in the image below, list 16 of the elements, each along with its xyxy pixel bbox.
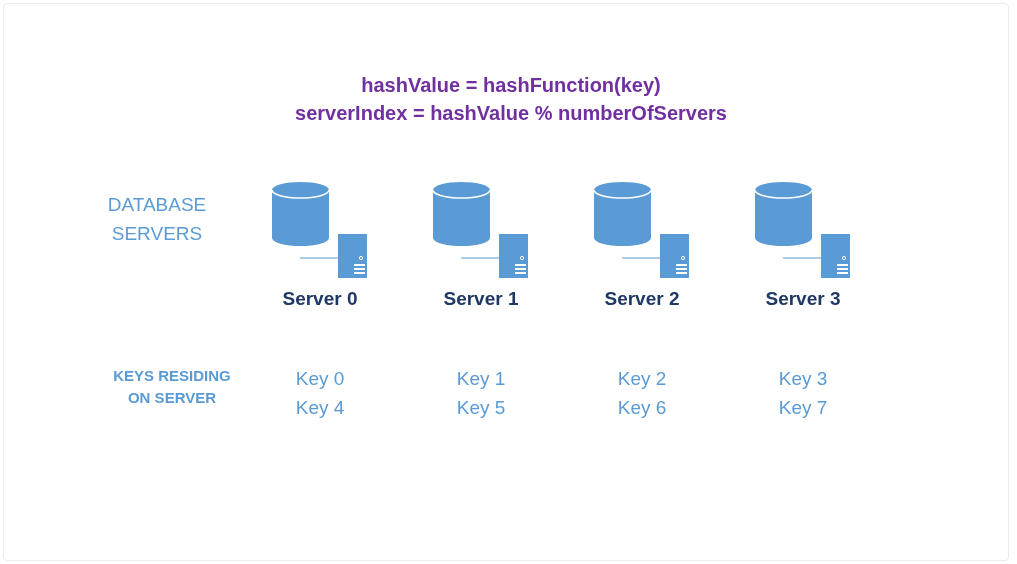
key-text: Key 5 xyxy=(455,396,507,420)
row-heading: KEYS RESIDING ON SERVER xyxy=(112,366,232,408)
key-text: Key 6 xyxy=(616,396,668,420)
key-text: Key 3 xyxy=(777,367,829,391)
server-name: Server 3 xyxy=(764,287,842,311)
key-text: Key 7 xyxy=(777,396,829,420)
row-heading: DATABASE SERVERS xyxy=(106,193,208,246)
key-text: Key 0 xyxy=(294,367,346,391)
server-name: Server 0 xyxy=(281,287,359,311)
server-name: Server 2 xyxy=(603,287,681,311)
key-text: Key 4 xyxy=(294,396,346,420)
server-name: Server 1 xyxy=(442,287,520,311)
formula-text: serverIndex = hashValue % numberOfServers xyxy=(294,101,728,126)
formula-text: hashValue = hashFunction(key) xyxy=(360,73,662,98)
key-text: Key 1 xyxy=(455,367,507,391)
key-text: Key 2 xyxy=(616,367,668,391)
